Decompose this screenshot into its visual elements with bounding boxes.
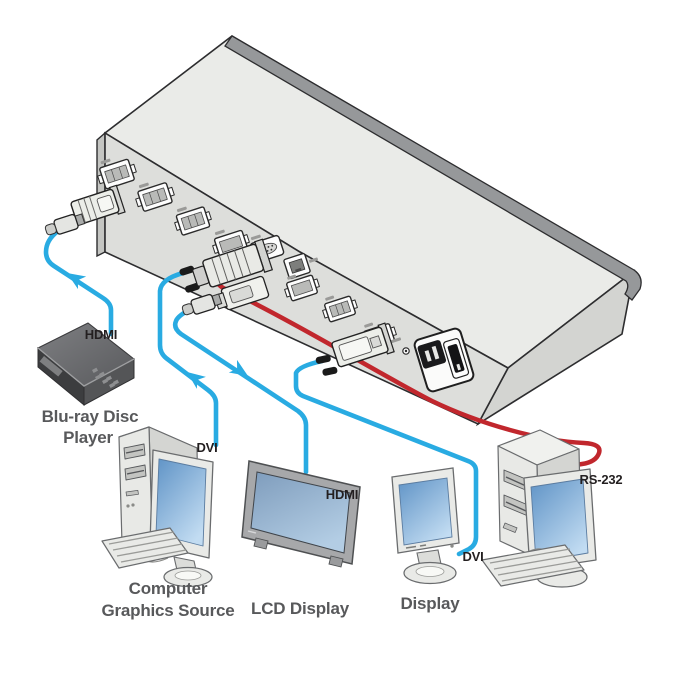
- lcd-foot: [328, 555, 344, 568]
- status-led: [390, 337, 410, 355]
- computer-monitor: [141, 449, 214, 588]
- label-dvi-display: DVI: [462, 549, 483, 564]
- control-monitor: [523, 468, 597, 571]
- dvi-port: [135, 182, 175, 212]
- dvi-cable-computer: [157, 270, 219, 448]
- signal-arrow: [67, 273, 87, 290]
- power-module: [413, 327, 475, 393]
- bluray-front-buttons: [92, 367, 120, 389]
- bluray-front-display: [39, 356, 63, 377]
- label-lcd-display: LCD Display: [251, 599, 350, 618]
- dvi-port: [284, 274, 320, 302]
- lcd-display: [241, 460, 361, 568]
- dvi-port: [212, 229, 250, 259]
- dvi-hdmi-adapter-lcd: [181, 275, 270, 316]
- label-bluray-line2: Player: [63, 428, 113, 447]
- ethernet-rj45-port: [283, 252, 318, 280]
- dvi-hdmi-adapter-input1: [44, 184, 126, 236]
- label-computer-line2: Graphics Source: [101, 601, 234, 620]
- dvi-port: [174, 206, 212, 236]
- hdmi-cable-bluray: [43, 228, 114, 337]
- hdmi-plug: [181, 293, 223, 316]
- lcd-foot: [253, 537, 269, 550]
- dvi-plug-display: [315, 322, 395, 376]
- video-cables: [43, 228, 479, 557]
- signal-arrow: [187, 372, 206, 389]
- label-computer-line1: Computer: [129, 579, 208, 598]
- tower-drive-bays: [123, 443, 147, 508]
- signal-arrow: [228, 359, 248, 376]
- control-keyboard: [481, 544, 585, 587]
- labels: HDMI Blu-ray Disc Player DVI Computer Gr…: [42, 327, 623, 620]
- label-hdmi-bluray: HDMI: [85, 327, 117, 342]
- device-front-lip: [224, 35, 642, 301]
- hdmi-cable-lcd: [172, 304, 309, 475]
- control-computer: [481, 429, 597, 588]
- computer-keyboard: [101, 527, 189, 569]
- dvi-port: [97, 158, 137, 190]
- label-hdmi-lcd: HDMI: [326, 487, 358, 502]
- label-bluray-line1: Blu-ray Disc: [42, 407, 139, 426]
- signal-direction-arrows: [67, 273, 248, 389]
- bluray-player: [37, 322, 135, 407]
- computer-graphics-source: [101, 426, 214, 588]
- label-display: Display: [400, 594, 460, 613]
- dvi-port: [322, 295, 358, 323]
- label-dvi-computer: DVI: [196, 440, 217, 455]
- label-rs232: RS-232: [580, 472, 623, 487]
- hdmi-plug: [44, 213, 86, 236]
- power-switch: [443, 338, 470, 379]
- display-monitor: [391, 467, 460, 585]
- power-inlet: [417, 340, 447, 369]
- dvi-cable-display: [293, 358, 479, 557]
- dvi-plug-computer: [179, 238, 274, 293]
